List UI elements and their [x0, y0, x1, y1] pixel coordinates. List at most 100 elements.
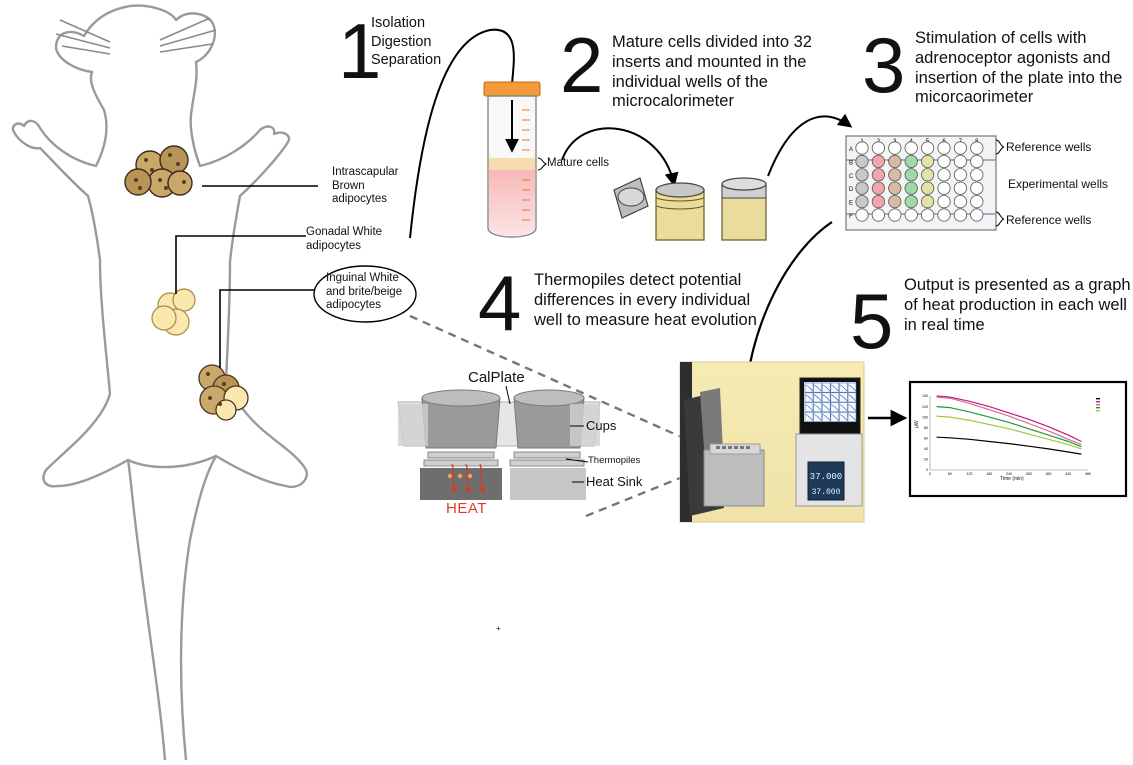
plate-well	[920, 181, 935, 195]
display-top: 37.000	[810, 472, 842, 482]
falcon-tube	[483, 81, 548, 238]
arrow-to-tube	[409, 28, 515, 239]
inguinal-adipocytes-cluster	[198, 364, 249, 421]
calorimeter-cross-section	[397, 385, 601, 500]
plate-well	[855, 141, 869, 155]
plate-well	[871, 195, 886, 209]
label-gonadal-adipocytes: Gonadal White adipocytes	[306, 226, 382, 253]
brown-adipocytes-cluster	[124, 145, 193, 198]
screen-trace	[813, 414, 822, 421]
screen-trace	[848, 404, 856, 411]
plate-well	[970, 181, 984, 195]
plate-well	[953, 181, 968, 195]
zoom-dashed-lines	[409, 314, 691, 518]
plate-well	[937, 141, 951, 155]
plate-well	[904, 141, 918, 155]
step-4-line: Thermopiles detect potential	[534, 271, 742, 289]
plate-well	[888, 195, 902, 209]
label-line: Inguinal White	[326, 272, 399, 284]
plate-well	[953, 141, 968, 155]
chart-x-tick-label: 120	[967, 472, 973, 476]
step-5-line: in real time	[904, 315, 985, 334]
label-reference-wells-bottom: Reference wells	[1006, 213, 1092, 227]
whiskers	[55, 17, 217, 55]
plate-row-label: F	[849, 214, 853, 220]
plate-well	[937, 195, 951, 209]
screen-trace	[831, 414, 839, 421]
chart-y-tick-label: 120	[922, 405, 928, 409]
step-5-line: of heat production in each well	[904, 295, 1127, 314]
plate-well	[920, 141, 935, 155]
chart-x-tick-label: 0	[929, 472, 931, 476]
label-line: Gonadal White	[306, 226, 383, 238]
chart-legend	[1096, 398, 1100, 412]
step-3-number: 3	[862, 21, 906, 109]
plate-row-label: E	[849, 201, 853, 207]
screen-trace	[839, 394, 848, 401]
plate-well	[855, 154, 869, 168]
chart-x-tick-label: 300	[1026, 472, 1032, 476]
chart-series-line	[936, 396, 1082, 446]
chart-y-tick-label: 140	[922, 394, 928, 398]
plate-well	[888, 168, 902, 182]
label-line: Intrascapular	[332, 166, 399, 178]
plate-well	[855, 208, 869, 222]
microcalorimeter-instrument: 37.000 37.000	[679, 361, 865, 523]
plate-well	[970, 154, 984, 168]
plate-row-label: D	[849, 187, 854, 193]
screen-trace	[822, 414, 830, 421]
label-inguinal-adipocytes: Inguinal White and brite/beige adipocyte…	[326, 272, 402, 313]
screen-trace	[839, 404, 848, 411]
chart-xlabel: Time (min)	[1000, 476, 1024, 482]
plate-well	[888, 181, 902, 195]
screen-trace	[848, 394, 856, 401]
step-1-number: 1	[338, 7, 382, 95]
step-2-line: individual wells of the	[612, 72, 768, 91]
plate-well	[953, 195, 968, 209]
plate-row-label: C	[849, 174, 854, 180]
plate-well	[855, 195, 869, 209]
screen-trace	[813, 394, 822, 401]
step-1-text: Isolation Digestion Separation	[371, 14, 441, 70]
plate-row-label: A	[849, 147, 853, 153]
chart-y-tick-label: 0	[926, 468, 928, 472]
plate-well	[970, 141, 984, 155]
arrow-to-plate	[767, 113, 853, 177]
plate-well	[920, 208, 935, 222]
step-1-line: Isolation	[371, 15, 426, 31]
label-brown-adipocytes: Intrascapular Brown adipocytes	[332, 166, 398, 207]
plate-well	[871, 168, 886, 182]
label-reference-wells-top: Reference wells	[1006, 140, 1092, 154]
plate-well	[920, 154, 935, 168]
chart-y-tick-label: 40	[924, 447, 928, 451]
plate-well	[904, 154, 918, 168]
plate-well	[904, 195, 918, 209]
plate-well	[855, 181, 869, 195]
plate-well	[937, 168, 951, 182]
label-experimental-wells: Experimental wells	[1008, 177, 1109, 191]
step-4-number: 4	[478, 259, 522, 347]
plate-well	[871, 154, 886, 168]
screen-trace	[831, 404, 839, 411]
step-3-line: insertion of the plate into the	[915, 68, 1123, 87]
chart-series-line	[936, 406, 1082, 448]
plate-well	[970, 168, 984, 182]
label-cups: Cups	[586, 418, 617, 433]
label-line: Brown	[332, 179, 365, 192]
step-3-line: Stimulation of cells with	[915, 29, 1087, 47]
label-line: and brite/beige	[326, 285, 403, 298]
chart-x-tick-label: 60	[948, 472, 952, 476]
chart-x-tick-label: 240	[1006, 472, 1012, 476]
plate-well	[937, 181, 951, 195]
screen-trace	[839, 414, 848, 421]
step-3-line: adrenoceptor agonists and	[915, 48, 1111, 67]
step-2-line: microcalorimeter	[612, 92, 734, 111]
inserts	[613, 177, 767, 241]
plate-well	[920, 195, 935, 209]
gonadal-white-adipocytes	[151, 288, 196, 336]
chart-series-line	[936, 395, 1082, 443]
label-thermopiles: Thermopiles	[588, 455, 641, 466]
arrow-to-inserts	[561, 127, 679, 187]
